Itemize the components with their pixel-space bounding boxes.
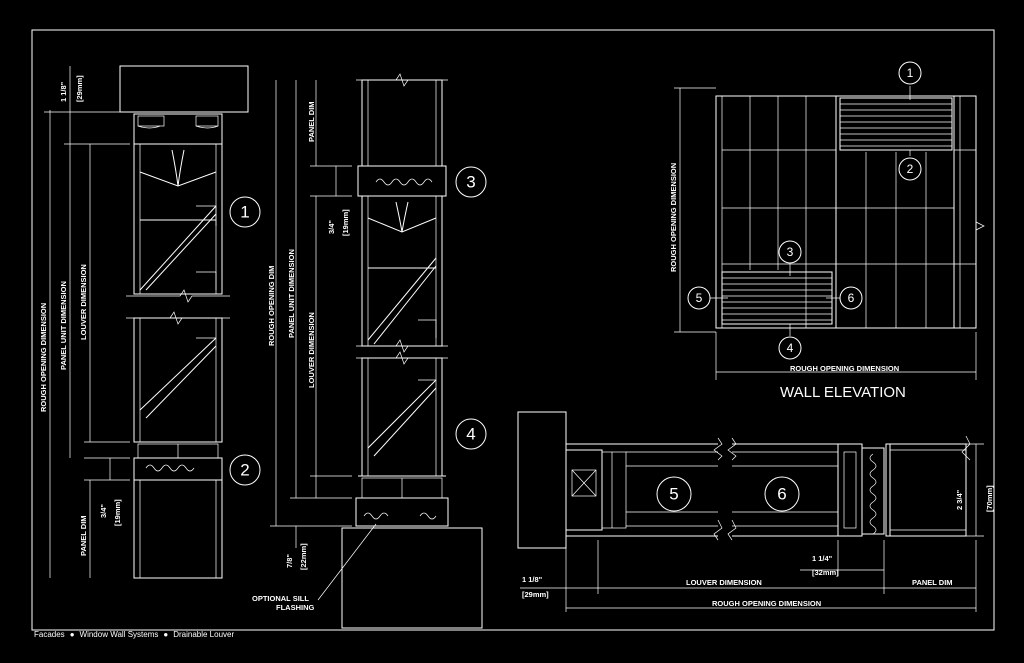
- callout-6-plan: [764, 476, 800, 512]
- callout-2-elev-label: 2: [907, 162, 914, 176]
- mid-dim-19mm: [19mm]: [341, 209, 350, 236]
- callout-5-elev-label: 5: [696, 291, 703, 305]
- left-label-rough-opening-dimension: ROUGH OPENING DIMENSION: [39, 303, 48, 412]
- left-dim-19mm: [19mm]: [113, 499, 122, 526]
- elev-label-rough-opening-vertical: ROUGH OPENING DIMENSION: [669, 163, 678, 272]
- mid-dim-22mm: [22mm]: [299, 543, 308, 570]
- elevation-louver-top: [839, 97, 953, 151]
- left-dim-3-4: 3/4": [99, 504, 108, 518]
- callout-1-elev: [898, 61, 922, 85]
- callout-5-plan-label: 5: [669, 485, 678, 504]
- callout-3-mid-label: 3: [466, 173, 475, 192]
- left-dim-29mm: [29mm]: [75, 75, 84, 102]
- mid-dim-3-4: 3/4": [327, 220, 336, 234]
- left-label-panel-dim: PANEL DIM: [79, 515, 88, 556]
- plan-dim-1-1-4: 1 1/4": [812, 554, 833, 563]
- left-dim-1-1-8: 1 1/8": [59, 81, 68, 102]
- callout-6-elev: [839, 286, 863, 310]
- callout-2-elev: [898, 157, 922, 181]
- callout-1-elev-label: 1: [907, 66, 914, 80]
- footer-separator: ●: [163, 630, 169, 639]
- plan-dim-1-1-8: 1 1/8": [522, 575, 543, 584]
- plan-label-louver-dimension: LOUVER DIMENSION: [686, 578, 762, 587]
- optional-sill-flashing-line2: FLASHING: [276, 603, 314, 612]
- callout-1-left-label: 1: [240, 203, 249, 222]
- callout-4-mid: [455, 418, 487, 450]
- elevation-louver-bottom: [721, 271, 833, 325]
- head-hatch-left: [119, 65, 249, 113]
- callout-3-elev-label: 3: [787, 245, 794, 259]
- callout-6-plan-label: 6: [777, 485, 786, 504]
- plan-dim-2-3-4: 2 3/4": [955, 489, 964, 510]
- callout-6-elev-label: 6: [848, 291, 855, 305]
- callout-4-elev: [778, 336, 802, 360]
- footer-item-window-wall-systems: Window Wall Systems: [79, 630, 159, 639]
- left-label-panel-unit-dimension: PANEL UNIT DIMENSION: [59, 281, 68, 370]
- sheet-border: [31, 29, 995, 631]
- plan-label-rough-opening-dimension: ROUGH OPENING DIMENSION: [712, 599, 821, 608]
- wall-elevation-title: WALL ELEVATION: [780, 384, 906, 401]
- horizontal-plan-section: 5 6 2 3/4" [70mm] 1 1/8" [29mm] LOUVER D…: [517, 411, 994, 612]
- mid-label-louver-dimension: LOUVER DIMENSION: [307, 312, 316, 388]
- mid-label-panel-unit-dimension: PANEL UNIT DIMENSION: [287, 249, 296, 338]
- footer-separator: ●: [69, 630, 75, 639]
- plan-dim-29mm: [29mm]: [522, 590, 549, 599]
- mid-label-panel-dim: PANEL DIM: [307, 101, 316, 142]
- left-vertical-section: 1 1/8" [29mm] ROUGH OPENING DIMENSION PA…: [39, 65, 261, 579]
- callout-3-elev: [778, 240, 802, 264]
- callout-4-mid-label: 4: [466, 425, 475, 444]
- elev-label-rough-opening-horizontal: ROUGH OPENING DIMENSION: [790, 364, 899, 373]
- plan-dim-32mm: [32mm]: [812, 568, 839, 577]
- sill-hatch: [341, 527, 483, 629]
- plan-dim-70mm: [70mm]: [985, 485, 994, 512]
- wall-elevation: ROUGH OPENING DIMENSION ROUGH OPENING DI…: [669, 61, 985, 401]
- callout-3-mid: [455, 166, 487, 198]
- footer-item-facades: Facades: [34, 630, 65, 639]
- callout-2-left-label: 2: [240, 461, 249, 480]
- callout-1-left: [229, 196, 261, 228]
- plan-label-panel-dim: PANEL DIM: [912, 578, 953, 587]
- callout-2-left: [229, 454, 261, 486]
- footer-item-drainable-louver: Drainable Louver: [173, 630, 235, 639]
- mid-label-rough-opening-dim: ROUGH OPENING DIM: [267, 266, 276, 346]
- optional-sill-flashing-line1: OPTIONAL SILL: [252, 594, 309, 603]
- middle-vertical-section: PANEL DIM 3/4" [19mm] ROUGH OPENING DIM …: [252, 73, 487, 629]
- left-label-louver-dimension: LOUVER DIMENSION: [79, 264, 88, 340]
- callout-4-elev-label: 4: [787, 341, 794, 355]
- callout-5-plan: [656, 476, 692, 512]
- jamb-hatch: [517, 411, 567, 549]
- footer-breadcrumb: Facades ● Window Wall Systems ● Drainable Lo…: [34, 630, 234, 639]
- mid-dim-7-8: 7/8": [285, 554, 294, 568]
- callout-5-elev: [687, 286, 711, 310]
